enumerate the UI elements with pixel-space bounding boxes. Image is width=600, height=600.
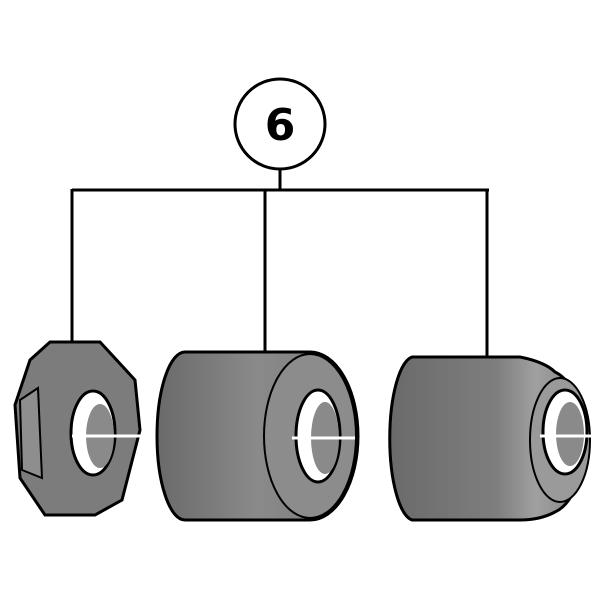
spacer-part: [155, 350, 360, 522]
callout-number-6: 6: [233, 77, 327, 171]
lock-nut-part: [13, 340, 145, 517]
callout-label: 6: [265, 100, 296, 151]
leader-lines: [70, 169, 489, 356]
cone-part: [388, 355, 592, 522]
